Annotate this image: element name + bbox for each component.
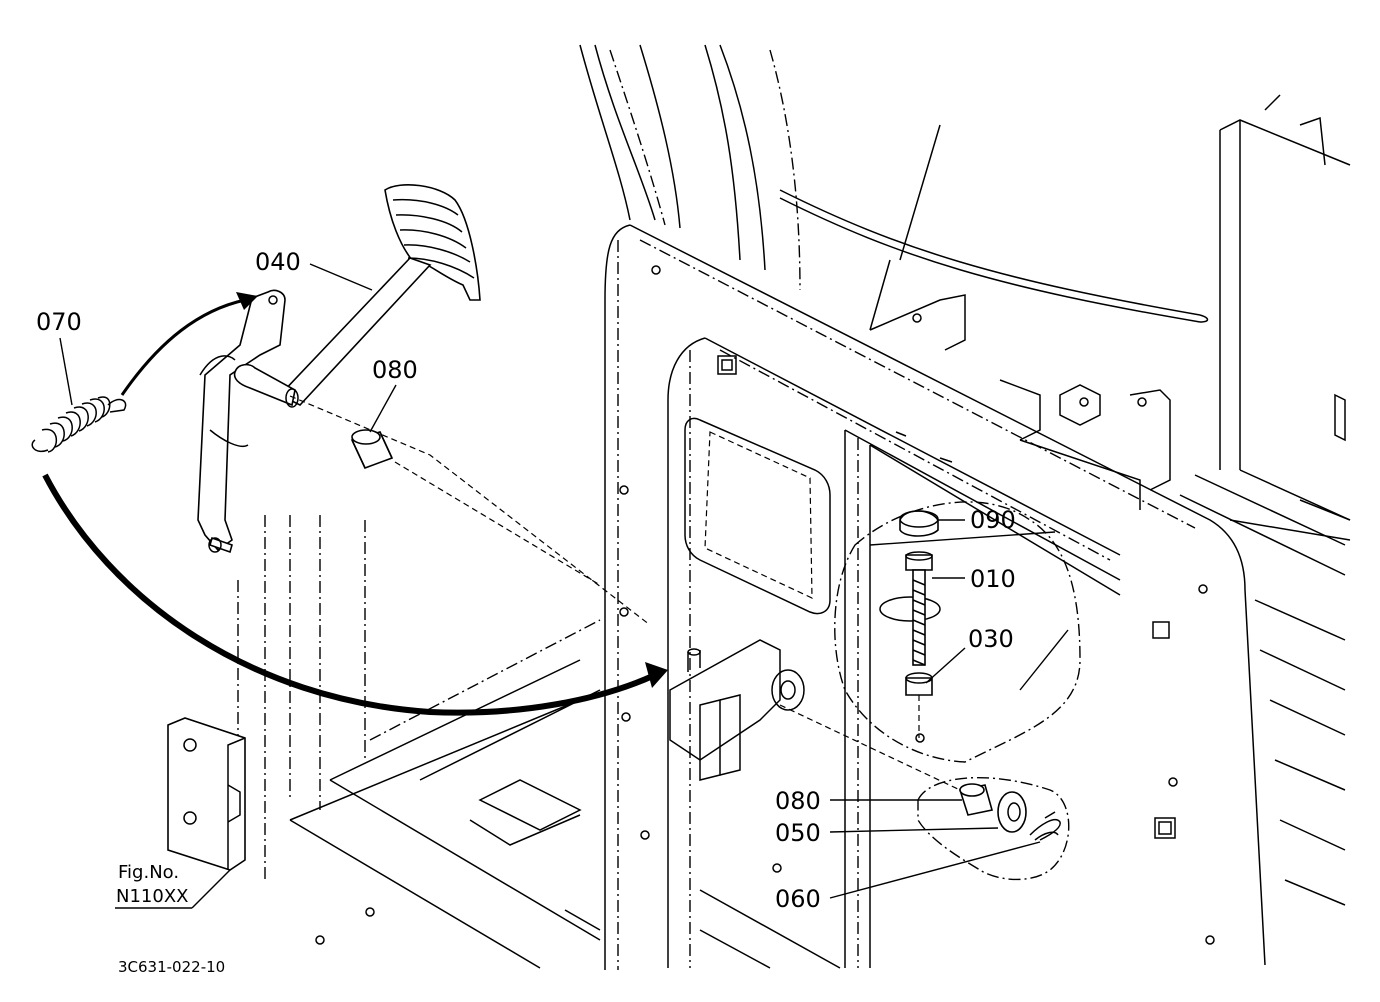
frame-holes [315,265,1215,945]
part-labels: 040 070 080 090 010 030 080 050 060 [36,248,1016,913]
assembly-arrows [42,292,961,791]
detail-bubble-bolt [834,501,1081,763]
fig-no-value: N110XX [116,886,188,907]
label-060: 060 [775,885,821,913]
chassis-frame [237,44,1351,970]
detail-bubble-pin [917,777,1070,881]
label-010: 010 [970,565,1016,593]
fig-no-label: Fig.No. [118,862,179,883]
bushing-080-top [350,429,394,470]
spring-070 [31,396,127,453]
pedal-arm-040 [197,184,481,554]
label-080-top: 080 [372,356,418,384]
label-080-bottom: 080 [775,787,821,815]
figure-reference: Fig.No. N110XX [116,862,188,907]
label-070: 070 [36,308,82,336]
pedal-mount-plate [167,717,246,871]
drawing-code: 3C631-022-10 [118,958,225,976]
label-090: 090 [970,506,1016,534]
leader-lines [59,263,1069,909]
label-030: 030 [968,625,1014,653]
label-040: 040 [255,248,301,276]
label-050: 050 [775,819,821,847]
